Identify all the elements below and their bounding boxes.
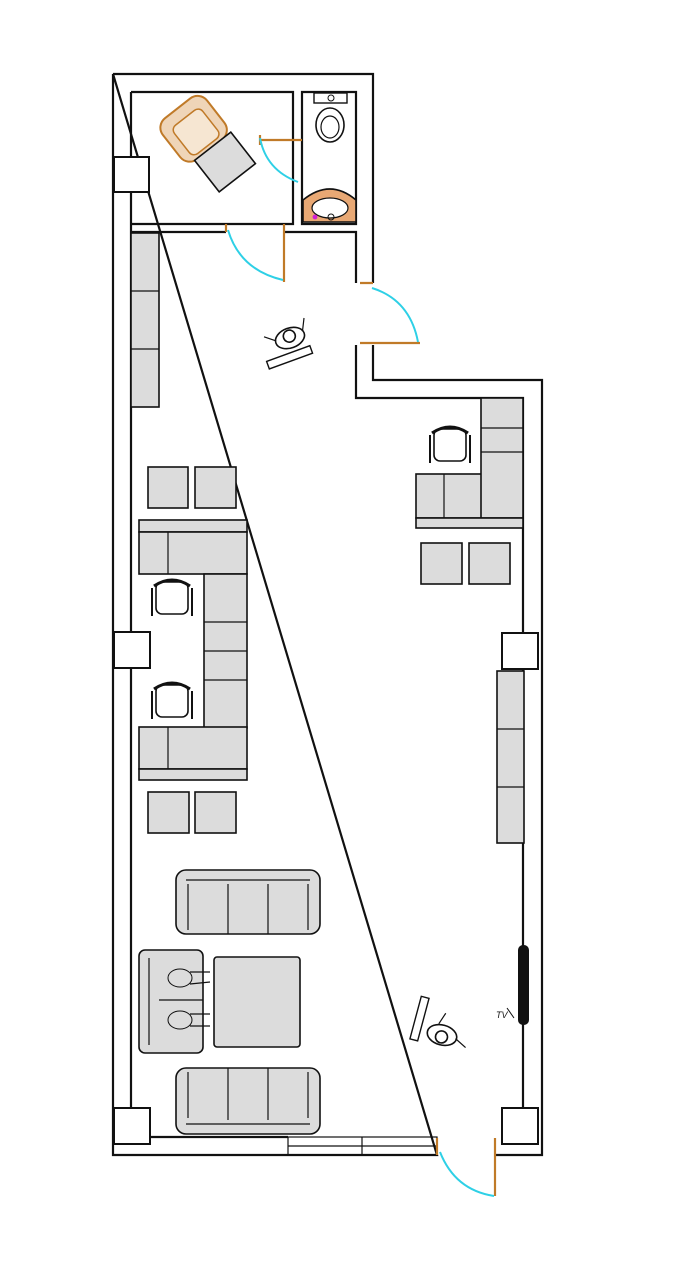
- column: [501, 632, 539, 670]
- tv-label: TV: [496, 1010, 508, 1020]
- sofa-icon: [175, 1067, 321, 1135]
- person-icon: [263, 317, 314, 370]
- ottoman: [193, 130, 257, 194]
- loveseat: [138, 949, 204, 1054]
- chair-icon: [151, 578, 193, 616]
- chair-icon: [429, 425, 471, 463]
- door-leaf: [258, 135, 302, 145]
- l-shaped-sofa: [415, 397, 524, 529]
- door-leaf: [360, 281, 420, 345]
- person-icon: [167, 968, 211, 1030]
- door-swing-arc: [259, 137, 299, 183]
- door-swing-arc: [227, 229, 284, 281]
- coffee-table: [213, 956, 301, 1048]
- column: [501, 1107, 539, 1145]
- c-shaped-sofa: [138, 519, 248, 781]
- door-swing-arc: [371, 287, 419, 343]
- person-icon: [409, 995, 466, 1048]
- sink-icon: [302, 188, 357, 223]
- wall-bench: [496, 670, 525, 844]
- tv-icon: [506, 945, 529, 1025]
- sofa-icon: [175, 869, 321, 935]
- wall-bench: [130, 232, 160, 408]
- toilet-icon: [313, 92, 348, 143]
- entrance-door-leaf: [435, 1138, 497, 1196]
- door-leaf: [224, 224, 286, 282]
- column: [113, 1107, 151, 1145]
- wc-room-wall: [300, 90, 358, 226]
- doors: [224, 135, 497, 1197]
- door-swing-arc: [439, 1151, 495, 1197]
- outer-wall: [111, 72, 544, 1157]
- stool: [147, 466, 511, 834]
- armchair-icon: [159, 94, 228, 163]
- lounge-room-wall: [131, 90, 295, 226]
- chair-icon: [151, 681, 193, 719]
- column: [113, 631, 151, 669]
- column: [113, 156, 150, 193]
